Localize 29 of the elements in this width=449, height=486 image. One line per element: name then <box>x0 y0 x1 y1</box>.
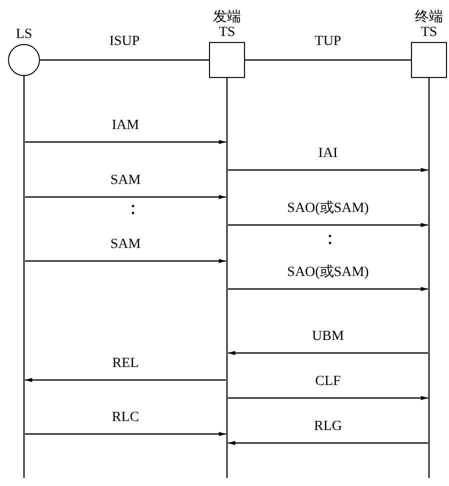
message-arrow <box>25 258 226 264</box>
node-label: LS <box>14 27 34 42</box>
link-line <box>40 59 209 61</box>
message-label: IAI <box>318 146 338 162</box>
message-label: SAO(或SAM) <box>287 265 369 281</box>
message-label: SAO(或SAM) <box>287 201 369 217</box>
message-label: TUP <box>314 34 342 50</box>
message-label: REL <box>112 356 139 372</box>
message-arrow <box>228 396 428 400</box>
link-line <box>245 59 411 61</box>
message-label: ISUP <box>109 34 140 50</box>
node-label: 终端 TS <box>414 10 444 40</box>
message-arrow <box>228 222 428 228</box>
message-arrow <box>228 350 428 356</box>
message-label: SAM <box>110 173 141 189</box>
message-arrow <box>228 440 428 446</box>
message-label: RLC <box>112 410 140 426</box>
message-label: IAM <box>112 118 140 134</box>
node-label: 发端 TS <box>212 10 242 40</box>
message-arrow <box>25 378 226 382</box>
message-arrow <box>228 286 428 292</box>
message-label: UBM <box>312 329 344 345</box>
message-arrow <box>228 168 428 172</box>
message-label: RLG <box>314 419 342 435</box>
message-arrow <box>25 194 226 200</box>
message-label: SAM <box>110 237 141 253</box>
message-arrow <box>25 140 226 144</box>
message-label: CLF <box>315 374 341 390</box>
message-arrow <box>25 432 226 436</box>
